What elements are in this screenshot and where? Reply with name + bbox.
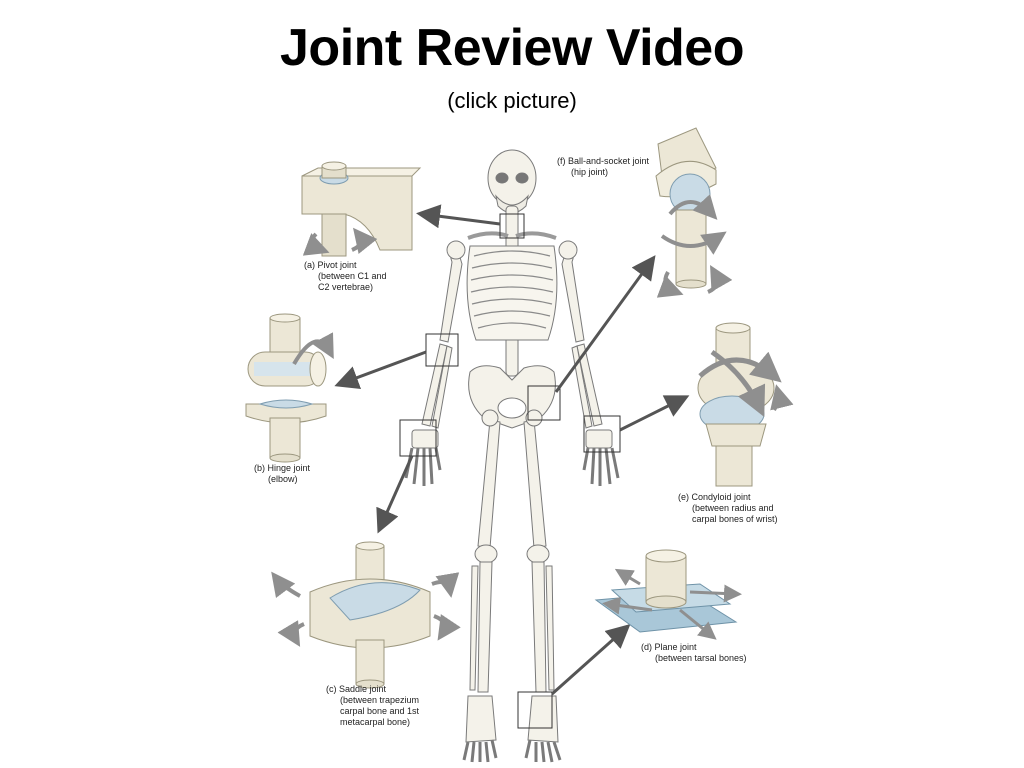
- arrow-to-ball: [554, 255, 656, 393]
- arrow-to-condyloid: [619, 395, 690, 432]
- plane-joint-illustration: [594, 549, 742, 640]
- right-foot: [524, 695, 562, 763]
- saddle-caption: (c) Saddle joint (between trapezium carp…: [326, 684, 422, 727]
- saddle-joint-illustration: [271, 541, 461, 689]
- condyloid-joint-illustration: [697, 322, 794, 487]
- hip-box: [527, 385, 561, 421]
- slide-subtitle: (click picture): [447, 88, 577, 113]
- arrow-to-pivot: [416, 204, 501, 229]
- skull: [487, 149, 537, 207]
- arrow-to-hinge: [334, 350, 427, 389]
- left-foot: [462, 695, 498, 763]
- hinge-caption: (b) Hinge joint (elbow): [254, 463, 313, 484]
- pivot-joint-illustration: [301, 161, 422, 257]
- plane-caption: (d) Plane joint (between tarsal bones): [641, 642, 747, 663]
- pointer-arrows: [334, 204, 690, 696]
- right-wrist-box: [583, 415, 621, 453]
- left-wrist-box: [399, 419, 437, 457]
- arrow-to-plane: [551, 624, 631, 696]
- hinge-joint-illustration: [245, 313, 334, 463]
- right-hand: [582, 429, 620, 486]
- skeleton: [404, 149, 620, 763]
- pivot-caption: (a) Pivot joint (between C1 and C2 verte…: [304, 260, 389, 292]
- ball-and-socket-joint-illustration: [655, 127, 733, 298]
- arrow-to-saddle: [376, 455, 414, 534]
- rib-cage: [466, 245, 558, 341]
- condyloid-caption: (e) Condyloid joint (between radius and …: [678, 492, 778, 524]
- ankle-box: [517, 691, 553, 729]
- ball-and-socket-caption: (f) Ball-and-socket joint (hip joint): [557, 156, 652, 177]
- neck-box: [499, 213, 525, 239]
- slide-title: Joint Review Video: [280, 19, 744, 77]
- elbow-box: [425, 333, 459, 367]
- callout-boxes: [399, 213, 621, 729]
